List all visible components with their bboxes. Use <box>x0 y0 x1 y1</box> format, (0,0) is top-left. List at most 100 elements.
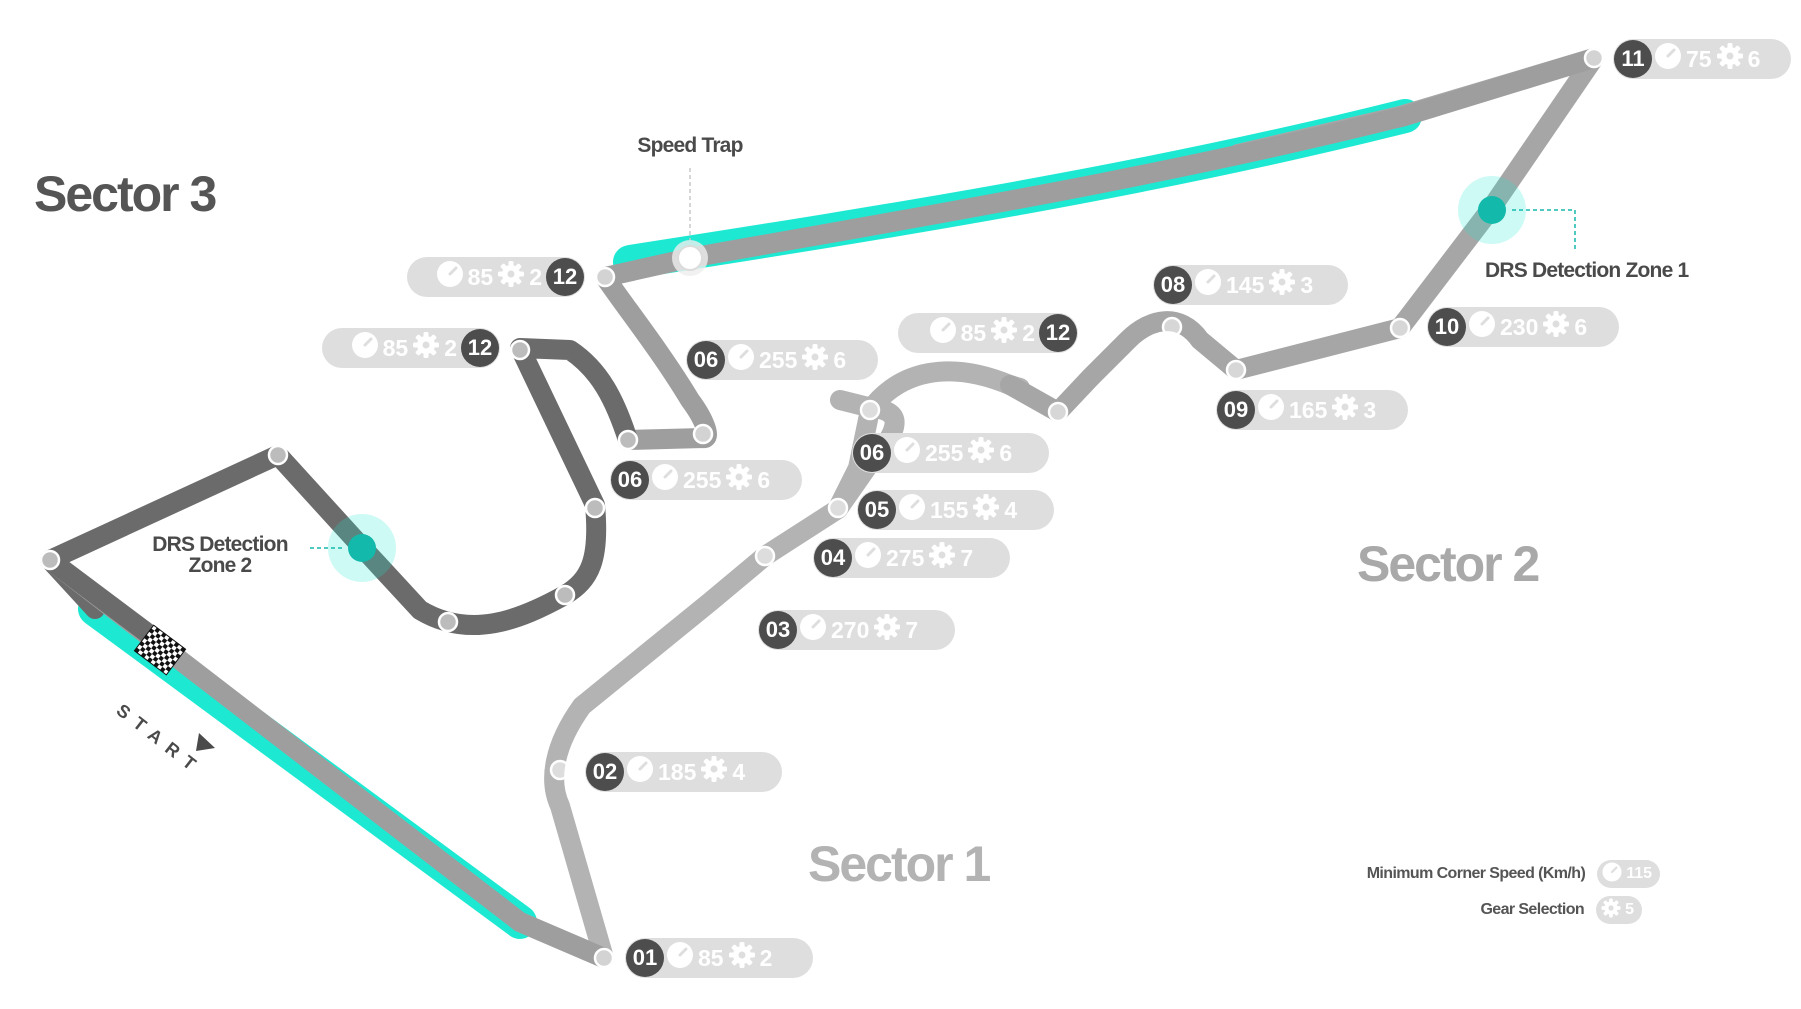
corner-05-info: 05 155 4 <box>857 490 1054 530</box>
speedometer-icon <box>928 315 958 351</box>
track-sector-1 <box>510 390 905 968</box>
corner-11-info: 11 75 6 <box>1613 39 1791 79</box>
speedometer-icon <box>1467 309 1497 345</box>
gear-icon <box>699 754 729 790</box>
gear-icon <box>927 540 957 576</box>
corner-dot <box>722 617 744 639</box>
gear-icon <box>727 940 757 976</box>
legend-speed-value: 115 <box>1626 865 1652 882</box>
corner-number: 06 <box>611 461 649 499</box>
corner-number: 05 <box>858 491 896 529</box>
corner-dot <box>554 584 576 606</box>
corner-03-info: 03 270 7 <box>758 610 955 650</box>
speed-trap-label: Speed Trap <box>637 134 743 157</box>
corner-dot <box>617 429 639 451</box>
corner-speed: 255 <box>759 346 798 373</box>
drs-detection-zone-2-line2: Zone 2 <box>188 554 253 577</box>
corner-gear: 4 <box>1004 496 1018 523</box>
speedometer-icon <box>1601 861 1623 888</box>
corner-06-info-b: 06 255 6 <box>686 340 878 380</box>
corner-number: 12 <box>461 329 499 367</box>
corner-dot <box>692 423 714 445</box>
gear-icon <box>966 435 996 471</box>
corner-dot <box>1225 359 1247 381</box>
drs-detection-1-marker <box>1458 176 1576 250</box>
checkered-flag-icon <box>133 624 187 676</box>
gear-icon <box>872 612 902 648</box>
corner-speed: 165 <box>1289 396 1328 423</box>
speedometer-icon <box>853 540 883 576</box>
speedometer-icon <box>665 940 695 976</box>
gear-icon <box>1267 267 1297 303</box>
speed-trap-marker <box>672 168 708 276</box>
corner-08-info: 08 145 3 <box>1153 265 1348 305</box>
corner-speed: 85 <box>382 334 409 361</box>
corner-dot <box>39 549 61 571</box>
legend-gear-pill: 5 <box>1596 896 1642 924</box>
corner-gear: 2 <box>444 334 457 361</box>
corner-speed: 255 <box>683 466 722 493</box>
corner-speed: 75 <box>1686 45 1712 72</box>
corner-speed: 275 <box>886 544 925 571</box>
track-main-straight <box>40 550 614 968</box>
speedometer-icon <box>1653 41 1683 77</box>
corner-gear: 4 <box>732 758 746 785</box>
gear-icon <box>1541 309 1571 345</box>
gear-icon <box>724 462 754 498</box>
corner-gear: 2 <box>1022 319 1035 346</box>
corner-dot <box>584 497 606 519</box>
corner-speed: 145 <box>1226 271 1265 298</box>
corner-06-info: 06 255 6 <box>852 433 1049 473</box>
corner-02-info: 02 185 4 <box>585 752 782 792</box>
corner-speed: 155 <box>930 496 969 523</box>
gear-icon <box>989 315 1019 351</box>
corner-gear: 6 <box>1574 313 1588 340</box>
corner-speed: 85 <box>467 263 494 290</box>
corner-dot <box>594 266 616 288</box>
corner-gear: 6 <box>833 346 847 373</box>
legend-gear-value: 5 <box>1625 901 1634 918</box>
corner-09-info: 09 165 3 <box>1216 390 1408 430</box>
speedometer-icon <box>897 492 927 528</box>
legend-speed-pill: 115 <box>1597 860 1660 888</box>
gear-icon <box>971 492 1001 528</box>
corner-number: 04 <box>814 539 852 577</box>
corner-dot <box>1583 47 1605 69</box>
legend-speed: Minimum Corner Speed (Km/h) 115 <box>1300 860 1660 888</box>
corner-gear: 6 <box>1747 45 1761 72</box>
drs-detection-zone-1-label: DRS Detection Zone 1 <box>1485 259 1689 282</box>
corner-number: 08 <box>1154 266 1192 304</box>
speedometer-icon <box>726 342 756 378</box>
corner-dot <box>1161 316 1183 338</box>
corner-gear: 7 <box>960 544 974 571</box>
corner-dots <box>39 47 1605 969</box>
sector-2-label: Sector 2 <box>1357 536 1540 592</box>
corner-number: 12 <box>1039 314 1077 352</box>
track-sector-3 <box>40 338 638 635</box>
corner-speed: 85 <box>698 944 724 971</box>
corner-speed: 270 <box>831 616 870 643</box>
corner-number: 11 <box>1614 40 1652 78</box>
gear-icon <box>800 342 830 378</box>
corner-gear: 6 <box>757 466 771 493</box>
speedometer-icon <box>1256 392 1286 428</box>
corner-speed: 185 <box>658 758 697 785</box>
corner-dot <box>827 497 849 519</box>
corner-dot <box>1389 317 1411 339</box>
speedometer-icon <box>625 754 655 790</box>
legend-speed-label: Minimum Corner Speed (Km/h) <box>1366 865 1586 882</box>
corner-dot <box>549 759 571 781</box>
corner-dot <box>859 399 881 421</box>
legend-gear: Gear Selection 5 <box>1300 896 1642 924</box>
gear-icon <box>496 259 526 295</box>
corner-number: 10 <box>1428 308 1466 346</box>
corner-dot <box>509 339 531 361</box>
corner-gear: 3 <box>1300 271 1314 298</box>
drs-detection-zone-2-line1: DRS Detection <box>152 533 288 556</box>
corner-number: 03 <box>759 611 797 649</box>
corner-dot <box>593 947 615 969</box>
track-back-straight <box>595 48 1604 287</box>
corner-dot <box>1047 401 1069 423</box>
corner-dot <box>267 444 289 466</box>
